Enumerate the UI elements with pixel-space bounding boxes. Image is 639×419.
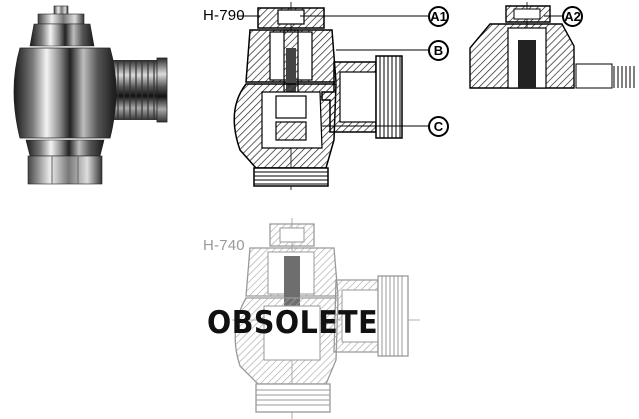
model-label-h790: H-790: [203, 7, 245, 24]
callout-c: C: [428, 116, 449, 137]
callout-a2: A2: [562, 6, 583, 27]
valve-cross-section-drawing: [233, 2, 428, 190]
obsolete-valve-cross-section-drawing: [232, 218, 420, 419]
obsolete-stamp: OBSOLETE: [207, 305, 379, 341]
chrome-angle-valve-photo: [13, 5, 168, 185]
model-label-h740: H-740: [203, 237, 245, 254]
callout-b: B: [428, 40, 449, 61]
cap-detail-drawing: [469, 2, 635, 89]
callout-a1: A1: [428, 6, 449, 27]
